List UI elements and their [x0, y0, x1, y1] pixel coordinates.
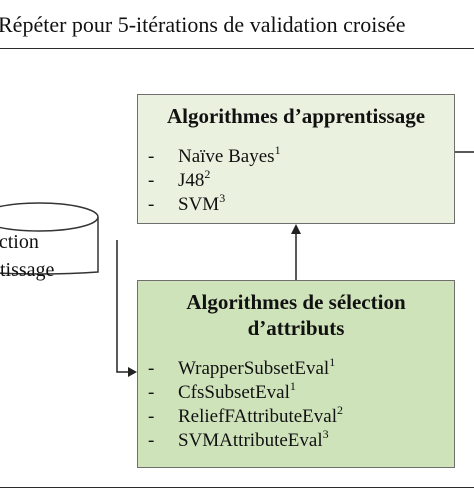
footnote-marker: 1: [289, 379, 296, 393]
algorithm-name: SVM: [178, 194, 220, 215]
feature-selection-title: Algorithmes de sélection d’attributs: [138, 289, 454, 341]
list-dash: -: [148, 194, 155, 215]
list-item: - WrapperSubsetEval1: [148, 355, 343, 381]
footnote-marker: 1: [274, 143, 281, 157]
list-item: - CfsSubsetEval1: [148, 379, 343, 405]
footnote-marker: 3: [219, 191, 226, 205]
footnote-marker: 3: [322, 427, 329, 441]
database-label: ection ntissage: [0, 228, 54, 284]
arrow-database-to-selection: [116, 240, 131, 373]
list-item: - Naïve Bayes1: [148, 143, 281, 169]
feature-selection-title-line1: Algorithmes de sélection: [186, 290, 406, 314]
connectors-layer: [0, 151, 474, 377]
arrowhead-learning: [291, 224, 301, 234]
list-item: - SVM3: [148, 191, 281, 217]
footnote-marker: 1: [329, 355, 336, 369]
list-dash: -: [148, 406, 155, 427]
algorithm-name: Naïve Bayes: [178, 146, 275, 167]
database-label-line1: ection: [0, 231, 39, 253]
database-label-line2: ntissage: [0, 259, 55, 281]
database-cylinder: [0, 202, 99, 275]
learning-algorithms-title: Algorithmes d’apprentissage: [166, 104, 426, 128]
algorithm-name: WrapperSubsetEval: [178, 358, 330, 379]
diagram-title: Répéter pour 5-itérations de validation …: [0, 12, 406, 37]
learning-algorithms-box: Algorithmes d’apprentissage - Naïve Bayes…: [137, 94, 455, 224]
learning-algorithms-list: - Naïve Bayes1 - J482 - SVM3: [148, 143, 281, 217]
feature-selection-title-line2: d’attributs: [247, 316, 345, 340]
footnote-marker: 2: [204, 167, 211, 181]
list-dash: -: [148, 170, 155, 191]
feature-selection-list: -WrapperSubsetEval1 -CfsSubsetEval1 -Rel…: [148, 355, 343, 453]
list-dash: -: [148, 430, 155, 451]
list-item: - J482: [148, 167, 281, 193]
algorithm-name: J48: [178, 170, 205, 191]
algorithm-name: ReliefFAttributeEval: [178, 406, 337, 427]
list-item: - ReliefFAttributeEval2: [148, 403, 343, 429]
list-dash: -: [148, 382, 155, 403]
list-dash: -: [148, 146, 155, 167]
algorithm-name: SVMAttributeEval: [178, 430, 323, 451]
arrowhead-selection: [128, 367, 137, 377]
list-item: - SVMAttributeEval3: [148, 427, 343, 453]
feature-selection-box: Algorithmes de sélection d’attributs - Wr…: [137, 280, 455, 468]
footnote-marker: 2: [337, 403, 343, 417]
list-dash: -: [148, 358, 155, 379]
algorithm-name: CfsSubsetEval: [178, 382, 290, 403]
